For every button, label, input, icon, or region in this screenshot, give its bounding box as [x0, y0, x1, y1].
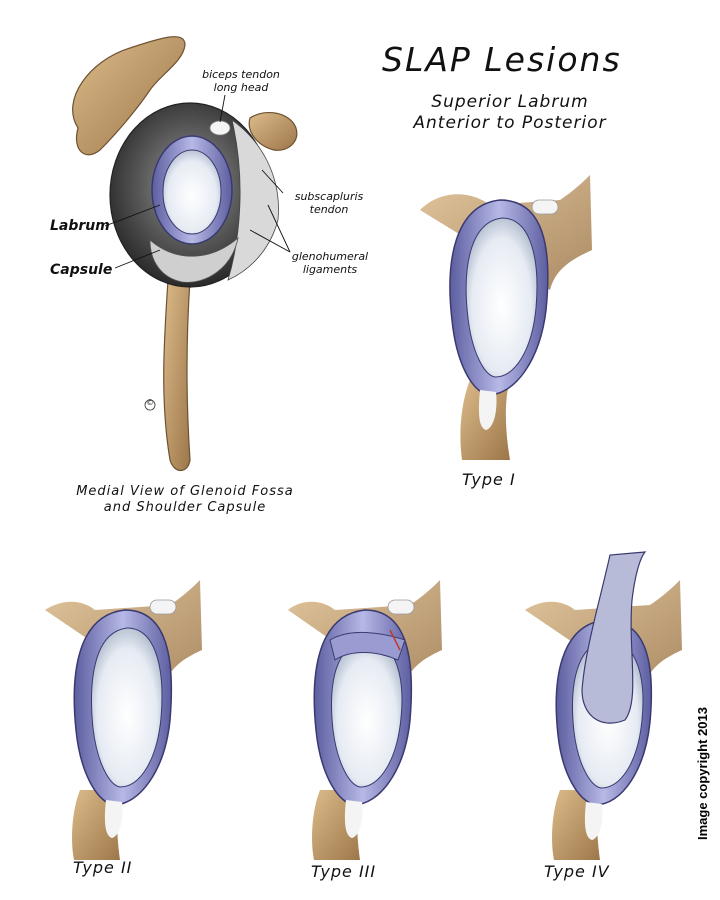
signature-copyright-mark: ©	[146, 398, 154, 407]
medial-view-caption: Medial View of Glenoid Fossa and Shoulde…	[60, 484, 310, 516]
caption-line-1: Medial View of Glenoid Fossa	[76, 484, 294, 499]
type-4-illustration	[525, 551, 682, 860]
page-title: SLAP Lesions	[382, 40, 622, 79]
image-copyright: Image copyright 2013	[695, 707, 710, 840]
label-subscap-line-2: tendon	[309, 203, 349, 216]
label-type-4: Type IV	[544, 862, 610, 881]
label-gleno-line-1: glenohumeral	[291, 250, 369, 263]
label-gleno-line-2: ligaments	[302, 263, 358, 276]
type-2-illustration	[45, 580, 202, 860]
label-labrum: Labrum	[50, 218, 110, 234]
label-biceps-line-2: long head	[213, 81, 269, 94]
caption-line-2: and Shoulder Capsule	[103, 500, 267, 515]
subtitle-line-1: Superior Labrum	[431, 92, 589, 112]
label-glenohumeral-ligaments: glenohumeral ligaments	[285, 250, 375, 276]
label-biceps-line-1: biceps tendon	[202, 68, 280, 81]
label-capsule: Capsule	[50, 262, 113, 278]
subtitle-line-2: Anterior to Posterior	[413, 113, 607, 133]
label-subscapularis-tendon: subscapluris tendon	[284, 190, 374, 216]
label-type-1: Type I	[462, 470, 516, 489]
label-subscap-line-1: subscapluris	[294, 190, 364, 203]
label-type-2: Type II	[73, 858, 133, 877]
label-biceps-tendon: biceps tendon long head	[196, 68, 286, 94]
page-subtitle: Superior Labrum Anterior to Posterior	[390, 92, 630, 134]
label-type-3: Type III	[311, 862, 377, 881]
type-3-illustration	[288, 580, 442, 860]
medial-view-illustration	[72, 36, 298, 472]
type-1-illustration	[420, 175, 592, 460]
